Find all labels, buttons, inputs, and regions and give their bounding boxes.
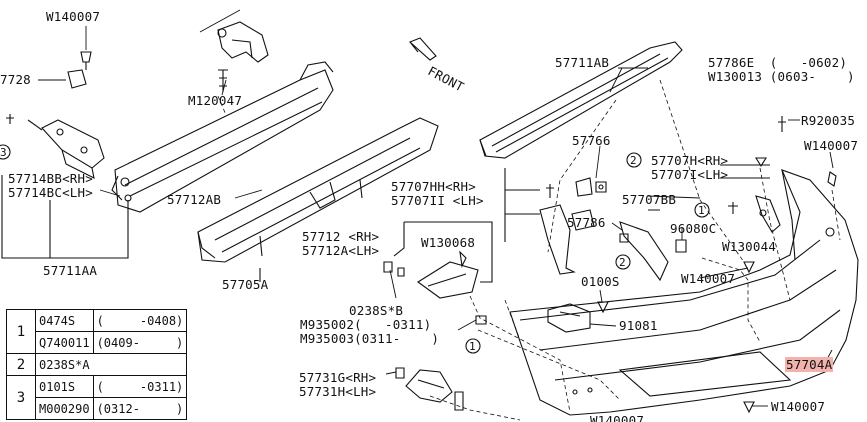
reinforcement-beam	[111, 61, 334, 213]
label-0238sb: 0238S*B	[349, 303, 404, 318]
legend-number: 3	[6, 375, 36, 420]
label-57707i: 57707I<LH>	[651, 167, 729, 182]
label-m935003: M935003(0311- )	[300, 331, 440, 346]
label-57714bb: 57714BB<RH>	[8, 171, 93, 186]
callout-2-lower: 2	[619, 256, 626, 269]
label-57766: 57766	[572, 133, 611, 148]
legend-code: 0474S	[35, 309, 94, 332]
front-arrow	[408, 37, 437, 61]
label-57786: 57786	[567, 215, 606, 230]
callout-2-upper: 2	[630, 154, 637, 167]
highlighted-part-57704a: 57704A	[785, 357, 834, 372]
label-w140007-top: W140007	[46, 9, 101, 24]
bumper-face	[509, 169, 859, 416]
legend-row: 1 0474S ( -0408)	[6, 309, 188, 354]
callout-circles	[0, 144, 710, 354]
energy-absorber	[197, 117, 439, 282]
label-57731h: 57731H<LH>	[299, 384, 377, 399]
legend-code: Q740011	[35, 331, 94, 354]
label-r920035: R920035	[801, 113, 856, 128]
label-57707ii: 57707II <LH>	[391, 193, 484, 208]
callout-3-left: 3	[0, 146, 7, 159]
upper-bracket	[217, 21, 269, 92]
legend-row: 3 0101S ( -0311)	[6, 375, 188, 420]
legend-table: 1 0474S ( -0408) Q740011 (0409- ) 2 0238…	[6, 309, 188, 420]
label-57712a: 57712A<LH>	[302, 243, 380, 258]
label-57731g: 57731G<RH>	[299, 370, 377, 385]
label-w130068: W130068	[421, 235, 476, 250]
legend-code: 0101S	[35, 375, 94, 398]
legend-range: ( -0311)	[92, 375, 188, 398]
label-w140007-cut: W140007	[590, 414, 645, 422]
legend-range: (0312- )	[92, 397, 188, 420]
label-91081: 91081	[619, 318, 658, 333]
label-w130013: W130013 (0603- )	[708, 69, 855, 84]
label-57728: 7728	[0, 72, 31, 87]
label-0100s: 0100S	[581, 274, 620, 289]
lower-side-bracket	[417, 250, 479, 299]
callout-1-right: 1	[698, 204, 705, 217]
label-57707hh: 57707HH<RH>	[391, 179, 476, 194]
legend-range: (0409- )	[92, 331, 188, 354]
label-57707h: 57707H<RH>	[651, 153, 729, 168]
legend-row: Q740011 (0409- )	[7, 331, 188, 354]
group-bracket-lines	[1, 119, 129, 259]
label-57786e: 57786E ( -0602)	[708, 55, 848, 70]
reflector-lamp	[547, 303, 591, 333]
fasteners	[383, 116, 837, 414]
label-57712ab: 57712AB	[167, 192, 222, 207]
label-57705a: 57705A	[222, 277, 269, 292]
legend-row: 2 0238S*A	[6, 353, 188, 376]
label-96080c: 96080C	[670, 221, 717, 236]
label-w140007-right: W140007	[804, 138, 859, 153]
clip-part	[38, 51, 92, 89]
label-57711ab: 57711AB	[555, 55, 610, 70]
lower-bracket	[405, 369, 453, 403]
legend-number: 1	[6, 309, 36, 354]
dashed-lines	[217, 79, 841, 421]
legend-code: 0238S*A	[34, 353, 188, 376]
label-m935002: M935002( -0311)	[300, 317, 432, 332]
group-bracket-lines-right	[393, 164, 770, 283]
label-57707bb: 57707BB	[622, 192, 677, 207]
legend-row: M000290 (0312- )	[7, 397, 188, 420]
label-57711aa: 57711AA	[43, 263, 98, 278]
label-w130044: W130044	[722, 239, 777, 254]
label-57714bc: 57714BC<LH>	[8, 185, 93, 200]
side-spacer	[539, 195, 781, 282]
label-m120047: M120047	[188, 93, 243, 108]
upper-rail	[479, 41, 683, 159]
label-57712: 57712 <RH>	[302, 229, 380, 244]
legend-range: ( -0408)	[92, 309, 188, 332]
label-57704a: 57704A	[785, 357, 834, 372]
legend-number: 2	[6, 353, 36, 376]
legend-code: M000290	[35, 397, 94, 420]
label-w140007-mid: W140007	[681, 271, 736, 286]
callout-1-lower: 1	[469, 340, 476, 353]
label-w140007-bottom: W140007	[771, 399, 826, 414]
